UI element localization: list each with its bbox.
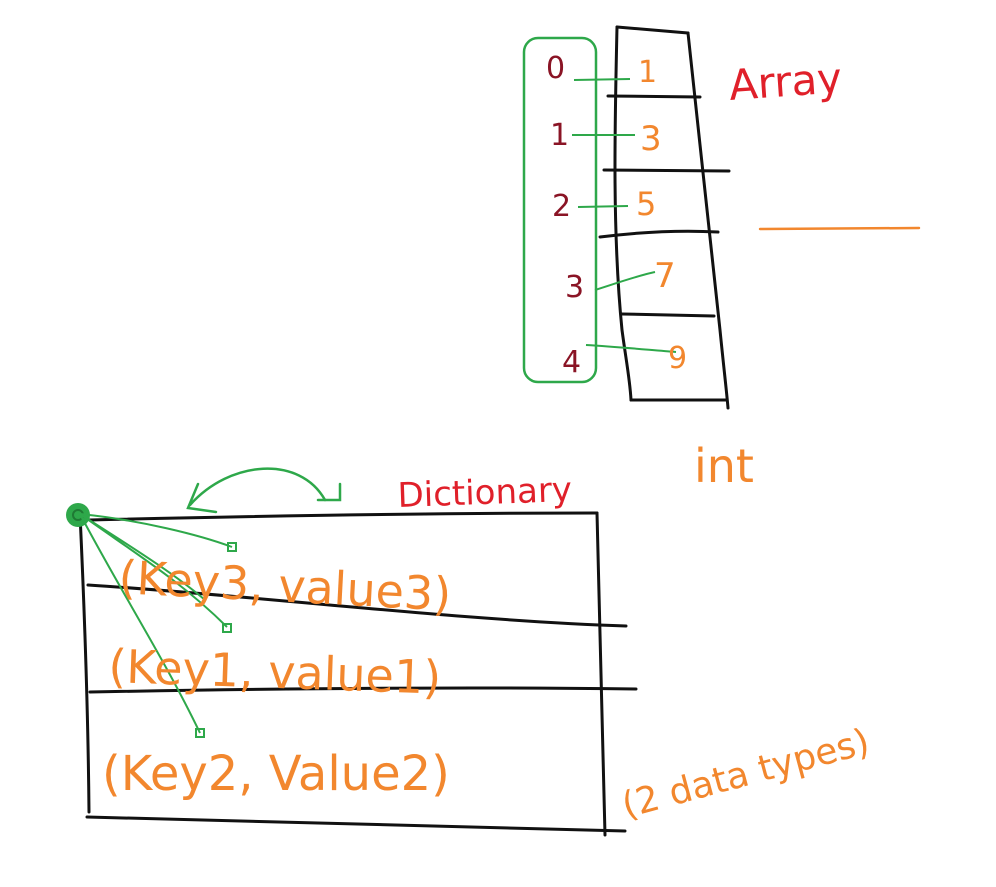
index-link-line xyxy=(594,271,656,291)
dictionary-diagram: (Key3, value3) (Key1, value1) (Key2, Val… xyxy=(66,467,874,837)
array-index: 1 xyxy=(550,118,569,153)
array-row-divider xyxy=(602,168,731,173)
array-title: Array xyxy=(727,53,843,110)
dict-entry: (Key1, value1) xyxy=(108,639,442,705)
pointer-line xyxy=(79,513,201,734)
array-value: 9 xyxy=(668,341,687,376)
array-value: 7 xyxy=(654,256,676,296)
dictionary-title: Dictionary xyxy=(397,470,573,516)
dict-row-divider xyxy=(88,686,638,694)
green-arrow-tail-mark xyxy=(316,482,342,502)
pointer-endpoint xyxy=(227,542,237,552)
green-arrow-head xyxy=(186,482,218,514)
array-type-label: int xyxy=(694,439,754,493)
dict-left-edge xyxy=(78,512,91,814)
array-row-divider xyxy=(606,94,702,99)
array-diagram: 0 1 2 3 4 1 3 5 7 9 Array int xyxy=(522,25,921,493)
pointer-line xyxy=(79,513,233,548)
index-link-line xyxy=(585,344,677,353)
pointer-line xyxy=(79,513,206,601)
dictionary-type-label: (2 data types) xyxy=(618,721,874,826)
array-value: 5 xyxy=(636,185,656,223)
dict-entry: (Key3, value3) xyxy=(117,550,452,621)
pointer-endpoint xyxy=(222,623,232,633)
array-index: 4 xyxy=(562,345,581,380)
index-link-line xyxy=(577,205,629,208)
array-index-frame xyxy=(522,36,598,384)
pointer-endpoint xyxy=(195,728,205,738)
array-top-edge xyxy=(615,25,690,35)
array-value: 3 xyxy=(640,119,662,159)
array-value: 1 xyxy=(638,55,657,90)
dict-top-edge xyxy=(88,511,599,522)
index-link-line xyxy=(573,78,631,81)
dict-entry: (Key2, Value2) xyxy=(102,746,450,802)
array-row-divider xyxy=(620,312,716,318)
green-curved-arrow xyxy=(188,467,327,507)
array-index: 2 xyxy=(552,189,571,224)
dict-bottom-edge xyxy=(85,815,627,833)
array-row-divider xyxy=(598,229,720,239)
array-left-edge xyxy=(613,25,633,402)
array-index: 0 xyxy=(546,51,565,86)
orange-stroke xyxy=(758,226,921,231)
array-index: 3 xyxy=(565,270,584,305)
array-right-edge xyxy=(686,31,730,410)
dict-row-divider xyxy=(86,583,628,628)
dict-right-edge xyxy=(595,511,607,837)
